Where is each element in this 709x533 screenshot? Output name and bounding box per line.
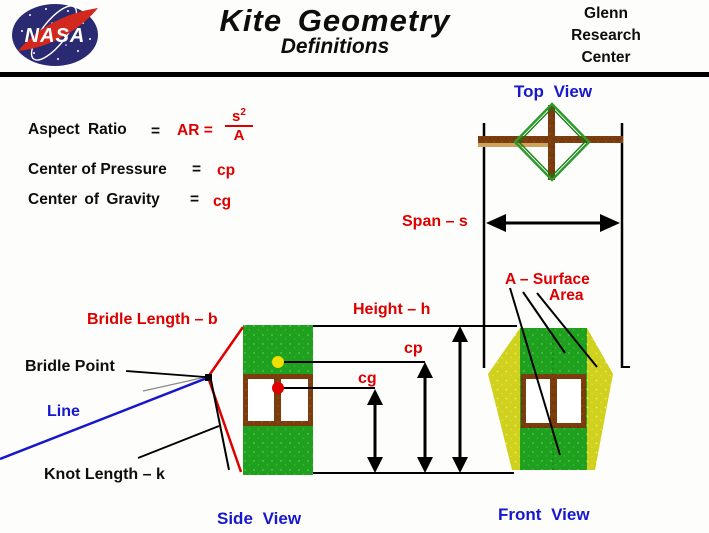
center-of-gravity-label: Center of Gravity [28, 191, 160, 208]
bridle-point-marker [205, 374, 212, 381]
cp-dot [272, 356, 284, 368]
fraction-numerator: s2 [232, 107, 246, 125]
cg-dot [272, 382, 284, 394]
front-view-kite [488, 328, 613, 470]
bridle-point-pointer-line [125, 370, 206, 378]
knot-segment [142, 376, 207, 392]
nasa-logo-orbit [30, 5, 78, 61]
header-divider [0, 72, 709, 77]
page-subtitle: Definitions [280, 35, 390, 58]
top-view-kite [478, 102, 623, 182]
surface-area-label-line2: Area [549, 287, 584, 304]
center-of-pressure-symbol: cp [217, 162, 236, 179]
cg-annotation-label: cg [358, 370, 377, 387]
agency-line: Research [571, 27, 641, 44]
bridle-upper-leg [206, 326, 245, 378]
front-kite-window-pane [526, 379, 550, 423]
line-label: Line [47, 403, 80, 420]
front-view-label: Front View [498, 505, 590, 524]
top-view-label: Top View [514, 82, 593, 101]
bridle-point-label: Bridle Point [25, 358, 115, 375]
stick-shadow [478, 143, 550, 147]
agency-name: Glenn Research Center [556, 3, 656, 69]
side-view-label: Side View [217, 509, 302, 528]
front-kite-window-pane [557, 379, 581, 423]
knot-length-label: Knot Length – k [44, 466, 165, 483]
center-of-pressure-equals: = [192, 161, 202, 178]
side-view-kite [243, 325, 313, 475]
agency-line: Center [581, 49, 631, 66]
nasa-logo-swoosh [18, 8, 98, 51]
aspect-ratio-equals: = [151, 123, 161, 140]
surface-area-pointer-lines [509, 287, 598, 456]
fraction-bar [225, 125, 253, 127]
spine-stick [548, 105, 555, 180]
cp-cg-markers [272, 356, 425, 394]
span-reference-lines [482, 123, 630, 368]
center-of-gravity-equals: = [190, 191, 200, 208]
nasa-logo-text: NASA [25, 25, 86, 47]
span-arrow [486, 214, 620, 232]
center-of-gravity-symbol: cg [213, 193, 232, 210]
nasa-logo-stars [21, 8, 91, 60]
page-title: Kite Geometry [219, 3, 451, 38]
knot-string [210, 379, 230, 471]
height-label: Height – h [353, 301, 431, 318]
fraction-denominator: A [233, 127, 245, 144]
agency-line: Glenn [584, 5, 628, 22]
cp-height-arrow [417, 362, 433, 473]
aspect-ratio-label: Aspect Ratio [28, 121, 127, 138]
kite-outline [513, 102, 591, 182]
bridle-length-label: Bridle Length – b [87, 311, 218, 328]
side-kite-window-pane [248, 379, 274, 421]
nasa-logo: NASA [12, 4, 98, 66]
height-reference-lines [313, 325, 517, 474]
surface-area-label-line1: A – Surface [505, 271, 590, 288]
dimension-arrows [367, 326, 468, 473]
height-arrow [452, 326, 468, 473]
aspect-ratio-formula-lhs: AR = [177, 122, 213, 139]
aspect-ratio-fraction: s2 A [225, 106, 253, 143]
cg-height-arrow [367, 389, 383, 473]
side-kite-window-pane [281, 379, 308, 421]
knot-length-pointer-line [137, 425, 220, 459]
bridle-rigging [0, 326, 245, 473]
span-label: Span – s [402, 213, 468, 230]
header-title-block: Kite Geometry Definitions [185, 3, 485, 58]
kite-outline-inner [518, 107, 586, 177]
center-of-pressure-label: Center of Pressure [28, 161, 167, 178]
cp-annotation-label: cp [404, 340, 423, 357]
flying-line [0, 376, 208, 461]
